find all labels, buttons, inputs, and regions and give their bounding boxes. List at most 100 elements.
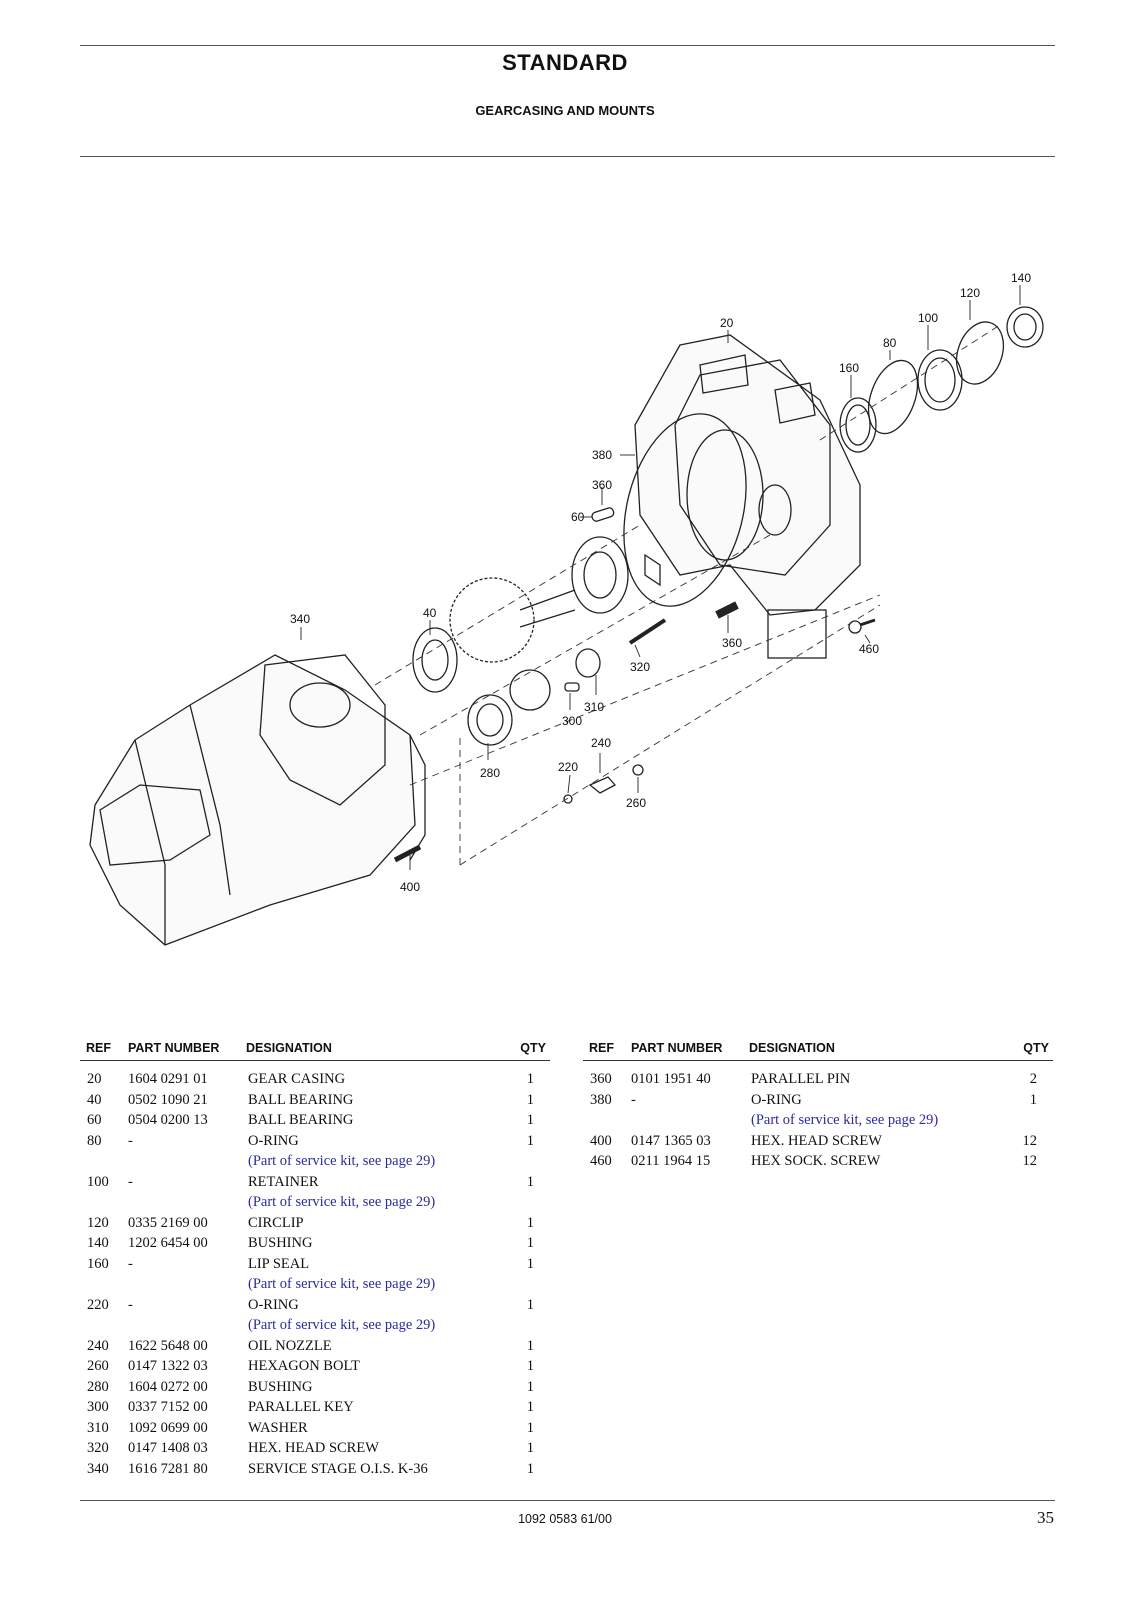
callout-310: 310	[584, 700, 604, 714]
header-bottom-rule	[80, 156, 1055, 157]
service-kit-note: (Part of service kit, see page 29)	[80, 1274, 550, 1295]
ref-cell: 80	[87, 1132, 102, 1149]
parallel-pin-upper-part	[591, 507, 615, 522]
callout-460: 460	[859, 642, 879, 656]
callout-360-upper: 360	[592, 478, 612, 492]
designation-cell: PARALLEL KEY	[248, 1399, 354, 1415]
designation-cell: BALL BEARING	[248, 1112, 354, 1128]
qty-cell: 1	[526, 1378, 534, 1395]
note-text: (Part of service kit, see page 29)	[248, 1276, 436, 1292]
callout-400: 400	[400, 880, 420, 894]
col-qty-header: QTY	[1023, 1041, 1049, 1055]
part-number-cell: 1604 0272 00	[128, 1378, 208, 1395]
ref-cell: 280	[87, 1378, 109, 1395]
qty-cell: 1	[526, 1091, 534, 1108]
part-number-cell: 1604 0291 01	[128, 1071, 208, 1087]
callout-60: 60	[571, 510, 585, 524]
o-ring-80-part	[867, 359, 919, 435]
ref-cell: 240	[87, 1337, 109, 1354]
note-text: (Part of service kit, see page 29)	[248, 1153, 436, 1169]
table-row: 280 1604 0272 00 BUSHING 1	[80, 1377, 550, 1398]
designation-cell: BALL BEARING	[248, 1091, 354, 1108]
parallel-pin-lower-part	[715, 601, 739, 619]
top-rule	[80, 45, 1055, 46]
ref-cell: 380	[590, 1091, 612, 1108]
part-number-cell: 0147 1365 03	[631, 1132, 711, 1149]
ref-cell: 100	[87, 1173, 109, 1190]
part-number-cell: 1616 7281 80	[128, 1460, 208, 1477]
qty-cell: 1	[526, 1440, 534, 1456]
document-number: 1092 0583 61/00	[518, 1512, 612, 1526]
col-ref-header: REF	[86, 1041, 111, 1055]
page-title: STANDARD	[502, 50, 628, 75]
designation-cell: SERVICE STAGE O.I.S. K-36	[248, 1460, 428, 1477]
ref-cell: 460	[590, 1153, 612, 1169]
ref-cell: 260	[87, 1358, 109, 1374]
qty-cell: 2	[1029, 1071, 1037, 1087]
washer-part	[575, 648, 601, 678]
callout-240: 240	[591, 736, 611, 750]
hexagon-bolt-part	[632, 764, 644, 776]
page-subtitle: GEARCASING AND MOUNTS	[475, 103, 655, 118]
ref-cell: 400	[590, 1132, 612, 1149]
page-number: 35	[1037, 1508, 1054, 1527]
ref-cell: 120	[87, 1214, 109, 1231]
ref-cell: 220	[87, 1296, 109, 1313]
note-text: (Part of service kit, see page 29)	[248, 1317, 436, 1333]
ref-cell: 310	[87, 1419, 109, 1436]
callout-360-lower: 360	[722, 636, 742, 650]
callout-80: 80	[883, 336, 897, 350]
part-number-cell: 0502 1090 21	[128, 1091, 208, 1108]
qty-cell: 1	[526, 1173, 534, 1190]
ref-cell: 360	[590, 1071, 612, 1087]
table-header: REF PART NUMBER DESIGNATION QTY	[583, 1038, 1053, 1061]
part-number-cell: 0147 1322 03	[128, 1358, 208, 1374]
designation-cell: PARALLEL PIN	[751, 1071, 851, 1087]
col-designation-header: DESIGNATION	[749, 1041, 835, 1055]
designation-cell: RETAINER	[248, 1173, 319, 1190]
designation-cell: LIP SEAL	[248, 1255, 310, 1272]
callout-160: 160	[839, 361, 859, 375]
retainer-part	[917, 349, 963, 411]
designation-cell: O-RING	[751, 1091, 802, 1108]
footer-rule	[80, 1500, 1055, 1501]
part-number-cell: 0147 1408 03	[128, 1440, 208, 1456]
callout-320: 320	[630, 660, 650, 674]
part-number-cell: 1202 6454 00	[128, 1235, 208, 1251]
qty-cell: 1	[526, 1399, 534, 1415]
qty-cell: 1	[526, 1255, 534, 1272]
callout-260: 260	[626, 796, 646, 810]
part-number-cell: -	[631, 1091, 636, 1108]
part-number-cell: 1622 5648 00	[128, 1337, 208, 1354]
part-number-cell: 0211 1964 15	[631, 1153, 711, 1169]
parallel-key-part	[564, 682, 580, 692]
designation-cell: O-RING	[248, 1132, 299, 1149]
col-ref-header: REF	[589, 1041, 614, 1055]
col-part-number-header: PART NUMBER	[128, 1041, 220, 1055]
callout-300: 300	[562, 714, 582, 728]
designation-cell: BUSHING	[248, 1378, 313, 1395]
part-number-cell: 0504 0200 13	[128, 1112, 208, 1128]
service-kit-note: (Part of service kit, see page 29)	[80, 1315, 550, 1336]
designation-cell: CIRCLIP	[248, 1214, 304, 1231]
callout-120: 120	[960, 286, 980, 300]
designation-cell: HEX. HEAD SCREW	[751, 1132, 882, 1149]
